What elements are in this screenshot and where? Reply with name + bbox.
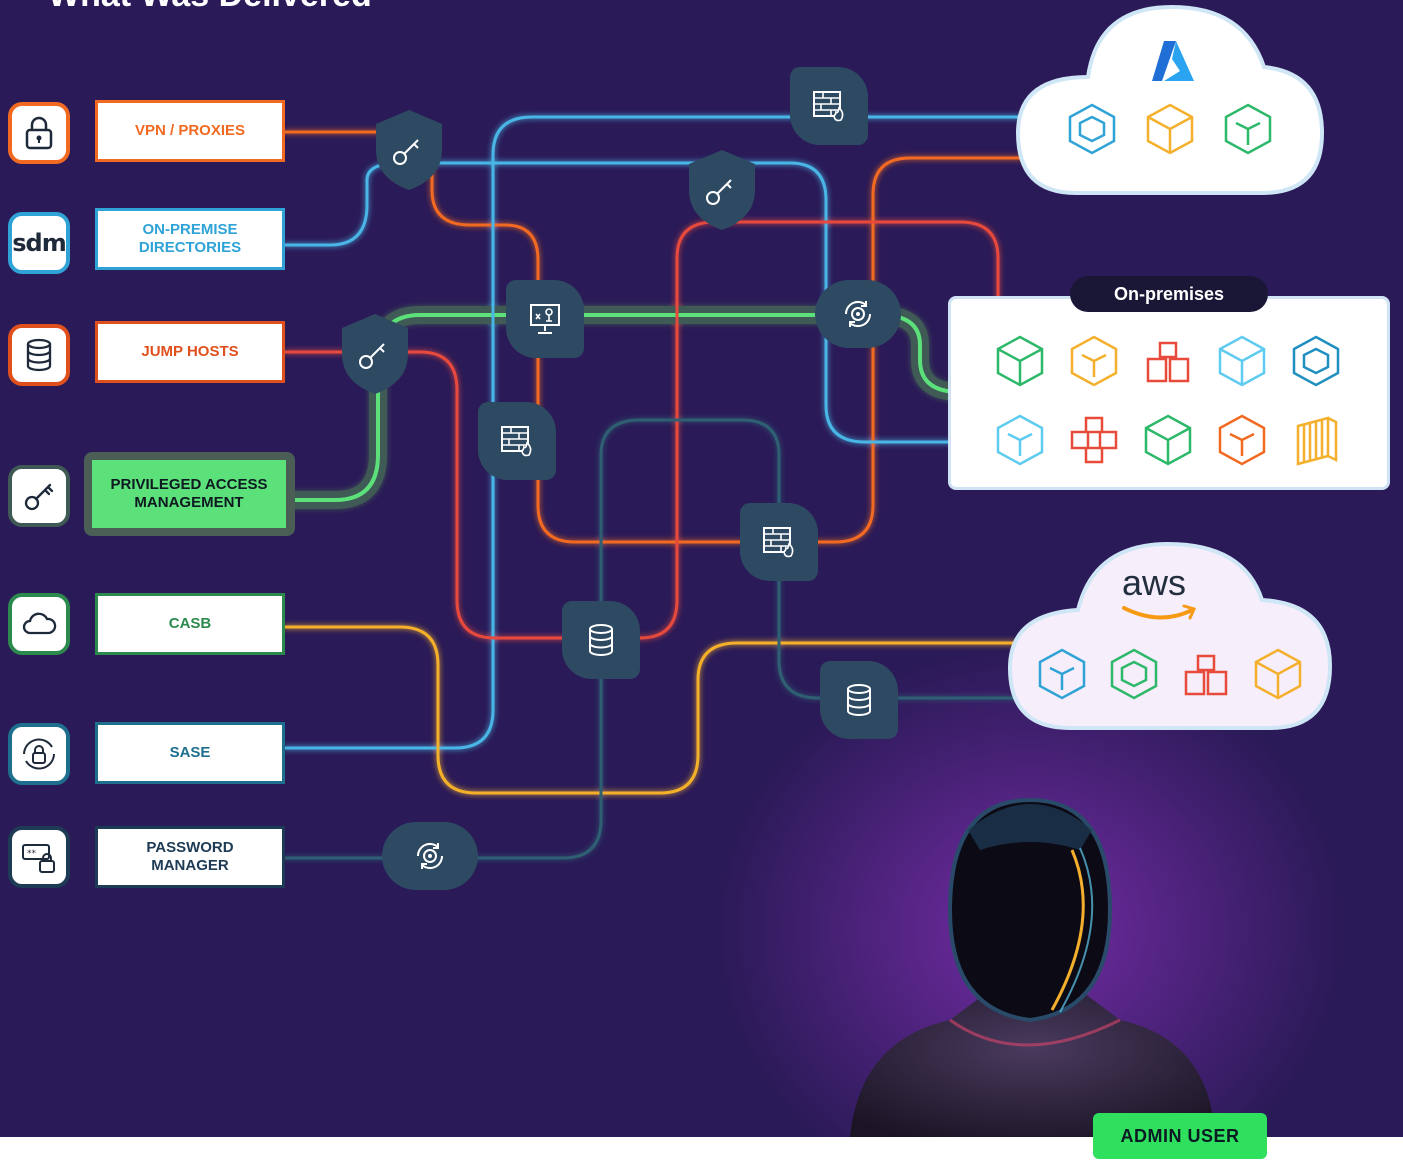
casb-route — [283, 625, 1027, 795]
password-lock-icon: ** — [8, 826, 70, 888]
casb-label[interactable]: CASB — [95, 593, 285, 655]
monitor-icon — [506, 280, 584, 358]
diagram-canvas: What Was Delivered — [0, 0, 1403, 1137]
cube-icon — [1292, 335, 1340, 387]
key-shield-icon — [342, 314, 408, 394]
password-manager-label[interactable]: PASSWORD MANAGER — [95, 826, 285, 888]
cube-icon — [1068, 103, 1116, 155]
password-route — [283, 418, 1027, 860]
svg-text:**: ** — [27, 849, 37, 859]
cube-icon — [1254, 648, 1302, 700]
azure-cloud — [1016, 5, 1324, 197]
astronaut-illustration — [850, 797, 1215, 1137]
jump-route — [283, 220, 1000, 640]
sase-label[interactable]: SASE — [95, 722, 285, 784]
lock-icon — [8, 102, 70, 164]
connection-lines — [276, 115, 1032, 860]
cube-icon — [1218, 414, 1266, 466]
pam-route — [283, 313, 962, 502]
key-shield-icon — [689, 150, 755, 230]
cube-icon — [1218, 335, 1266, 387]
cube-icon — [996, 414, 1044, 466]
cube-icon — [1296, 416, 1338, 466]
gear-sync-icon — [382, 822, 478, 890]
database-icon — [8, 324, 70, 386]
cube-icon — [1070, 335, 1118, 387]
cube-icon — [1184, 654, 1228, 696]
cube-icon — [1070, 416, 1118, 464]
cube-icon — [1038, 648, 1086, 700]
firewall-icon — [740, 503, 818, 581]
cube-icon — [996, 335, 1044, 387]
key-shield-icon — [376, 110, 442, 190]
cloud-icon — [8, 593, 70, 655]
database-icon — [562, 601, 640, 679]
aws-cloud — [1008, 542, 1332, 732]
privileged-access-management-label[interactable]: PRIVILEGED ACCESS MANAGEMENT — [92, 460, 286, 528]
cube-icon — [1146, 103, 1194, 155]
azure-blue-route — [283, 115, 1032, 750]
on-premise-directories-label[interactable]: ON-PREMISE DIRECTORIES — [95, 208, 285, 270]
cube-icon — [1146, 341, 1190, 383]
gear-sync-icon — [815, 280, 901, 348]
firewall-icon — [478, 402, 556, 480]
admin-user-badge[interactable]: ADMIN USER — [1093, 1113, 1267, 1159]
database-icon — [820, 661, 898, 739]
aws-smile-icon — [1122, 604, 1197, 620]
sync-lock-icon — [8, 723, 70, 785]
jump-hosts-label[interactable]: JUMP HOSTS — [95, 321, 285, 383]
page-title: What Was Delivered — [48, 0, 372, 15]
vpn-route — [283, 130, 1032, 544]
cube-icon — [1110, 648, 1158, 700]
firewall-icon — [790, 67, 868, 145]
key-icon — [8, 465, 70, 527]
cube-icon — [1224, 103, 1272, 155]
sdm-logo: sdm — [8, 212, 70, 274]
aws-logo: aws — [1122, 562, 1187, 603]
directories-route — [283, 161, 957, 444]
azure-logo-icon — [1152, 41, 1194, 81]
on-premises-title: On-premises — [1070, 276, 1268, 312]
vpn-proxies-label[interactable]: VPN / PROXIES — [95, 100, 285, 162]
cube-icon — [1144, 414, 1192, 466]
